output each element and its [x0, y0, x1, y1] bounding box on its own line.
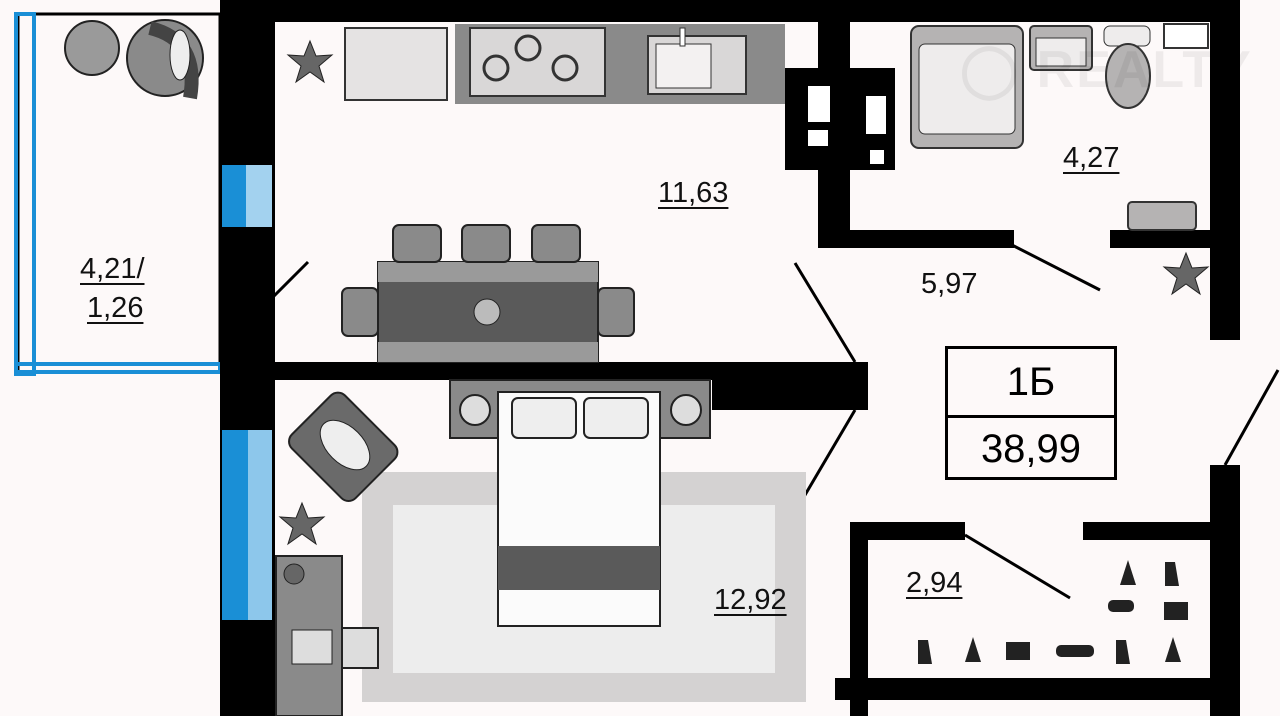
sneaker-icon [1056, 645, 1094, 657]
kitchen-area-label: 11,63 [658, 177, 729, 209]
plant-icon [286, 39, 334, 84]
balcony-table [64, 20, 120, 76]
shoe-icon [1165, 562, 1179, 586]
kitchen-furniture [286, 24, 785, 363]
shoe-icon [918, 640, 932, 664]
plant-icon [1162, 251, 1210, 296]
balcony-chair [126, 19, 204, 100]
windows [222, 165, 1238, 620]
door-swings [243, 243, 1280, 600]
dress-icon [1165, 637, 1181, 662]
armchair [288, 391, 399, 502]
shoe-icon [1116, 640, 1130, 664]
apartment-info-box: 1Б 38,99 [945, 346, 1117, 480]
bathroom-fixtures [910, 23, 1210, 296]
balcony [14, 12, 222, 376]
apartment-type: 1Б [948, 349, 1114, 418]
dress-icon [965, 637, 981, 662]
briefcase-icon [1164, 602, 1188, 620]
briefcase-icon [1006, 642, 1030, 660]
balcony-area-label-1: 4,21/ [80, 253, 145, 285]
stove-icon [469, 27, 606, 97]
wardrobe-area-label: 2,94 [906, 567, 963, 599]
watermark-logo: ◯ REALTY [960, 41, 1253, 99]
wardrobe-items [918, 560, 1188, 664]
hallway-area-label: 5,97 [921, 268, 978, 300]
sneaker-icon [1108, 600, 1134, 612]
dress-icon [1120, 560, 1136, 585]
total-area: 38,99 [980, 427, 1082, 471]
bedroom-furniture [275, 379, 806, 716]
radiator-icon [1127, 201, 1197, 231]
balcony-area-label-2: 1,26 [87, 292, 144, 324]
bedroom-area-label: 12,92 [714, 584, 787, 616]
bathroom-area-label: 4,27 [1063, 142, 1120, 174]
shaft-openings [808, 86, 886, 164]
walls [220, 0, 1240, 716]
plant-icon [278, 501, 326, 546]
